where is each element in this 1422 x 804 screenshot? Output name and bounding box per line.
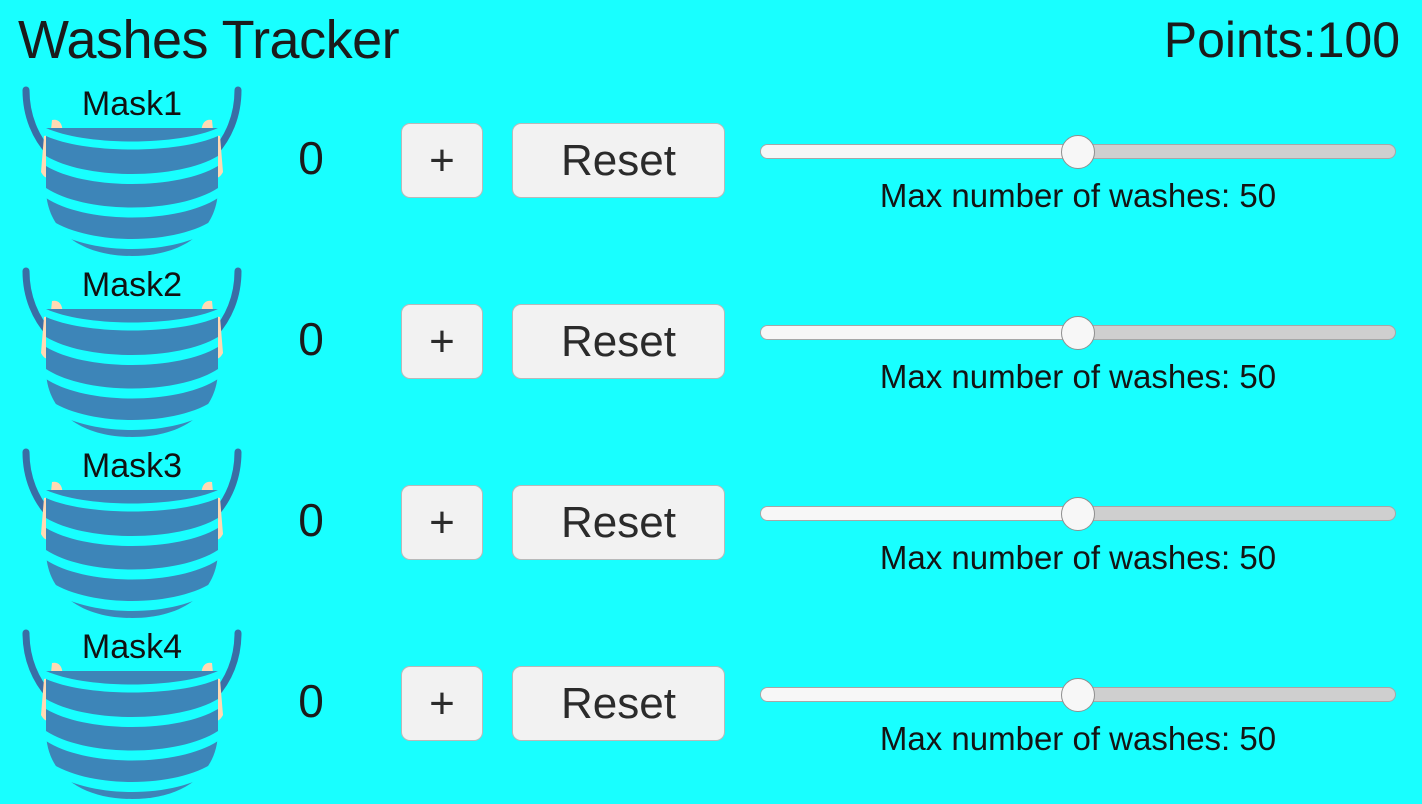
mask-name-label: Mask4 [81,628,183,666]
mask-icon-wrap: Mask1 [8,80,256,258]
max-washes-slider[interactable] [760,316,1396,350]
increment-button[interactable]: + [401,485,483,560]
reset-button[interactable]: Reset [512,666,725,741]
face-mask-icon [22,629,242,799]
slider-thumb[interactable] [1061,135,1095,169]
max-washes-slider[interactable] [760,497,1396,531]
slider-thumb[interactable] [1061,497,1095,531]
wash-count: 0 [298,132,324,184]
mask-row-1: Mask1 0 + Reset Max number of washes: 50 [0,80,1422,261]
increment-button[interactable]: + [401,666,483,741]
wash-count: 0 [298,313,324,365]
wash-count: 0 [298,675,324,727]
slider-fill [761,326,1078,339]
wash-count: 0 [298,494,324,546]
max-washes-slider[interactable] [760,135,1396,169]
max-washes-caption: Max number of washes: 50 [879,720,1277,757]
mask-name-label: Mask1 [81,85,183,123]
slider-fill [761,507,1078,520]
mask-name-label: Mask2 [81,266,183,304]
face-mask-icon [22,267,242,437]
mask-rows-container: Mask1 0 + Reset Max number of washes: 50 [0,80,1422,804]
increment-button[interactable]: + [401,123,483,198]
reset-button[interactable]: Reset [512,304,725,379]
face-mask-icon [22,86,242,256]
mask-icon-wrap: Mask3 [8,442,256,620]
reset-button[interactable]: Reset [512,485,725,560]
max-washes-caption: Max number of washes: 50 [879,539,1277,576]
mask-row-2: Mask2 0 + Reset Max number of washes: 50 [0,261,1422,442]
page-title: Washes Tracker [18,10,400,70]
mask-icon-wrap: Mask2 [8,261,256,439]
face-mask-icon [22,448,242,618]
mask-row-3: Mask3 0 + Reset Max number of washes: 50 [0,442,1422,623]
slider-fill [761,145,1078,158]
app-header: Washes Tracker Points:100 [0,0,1422,80]
slider-fill [761,688,1078,701]
max-washes-slider[interactable] [760,678,1396,712]
increment-button[interactable]: + [401,304,483,379]
mask-icon-wrap: Mask4 [8,623,256,801]
mask-row-4: Mask4 0 + Reset Max number of washes: 50 [0,623,1422,804]
max-washes-caption: Max number of washes: 50 [879,358,1277,395]
points-display: Points:100 [1163,12,1400,68]
mask-name-label: Mask3 [81,447,183,485]
max-washes-caption: Max number of washes: 50 [879,177,1277,214]
reset-button[interactable]: Reset [512,123,725,198]
slider-thumb[interactable] [1061,678,1095,712]
slider-thumb[interactable] [1061,316,1095,350]
